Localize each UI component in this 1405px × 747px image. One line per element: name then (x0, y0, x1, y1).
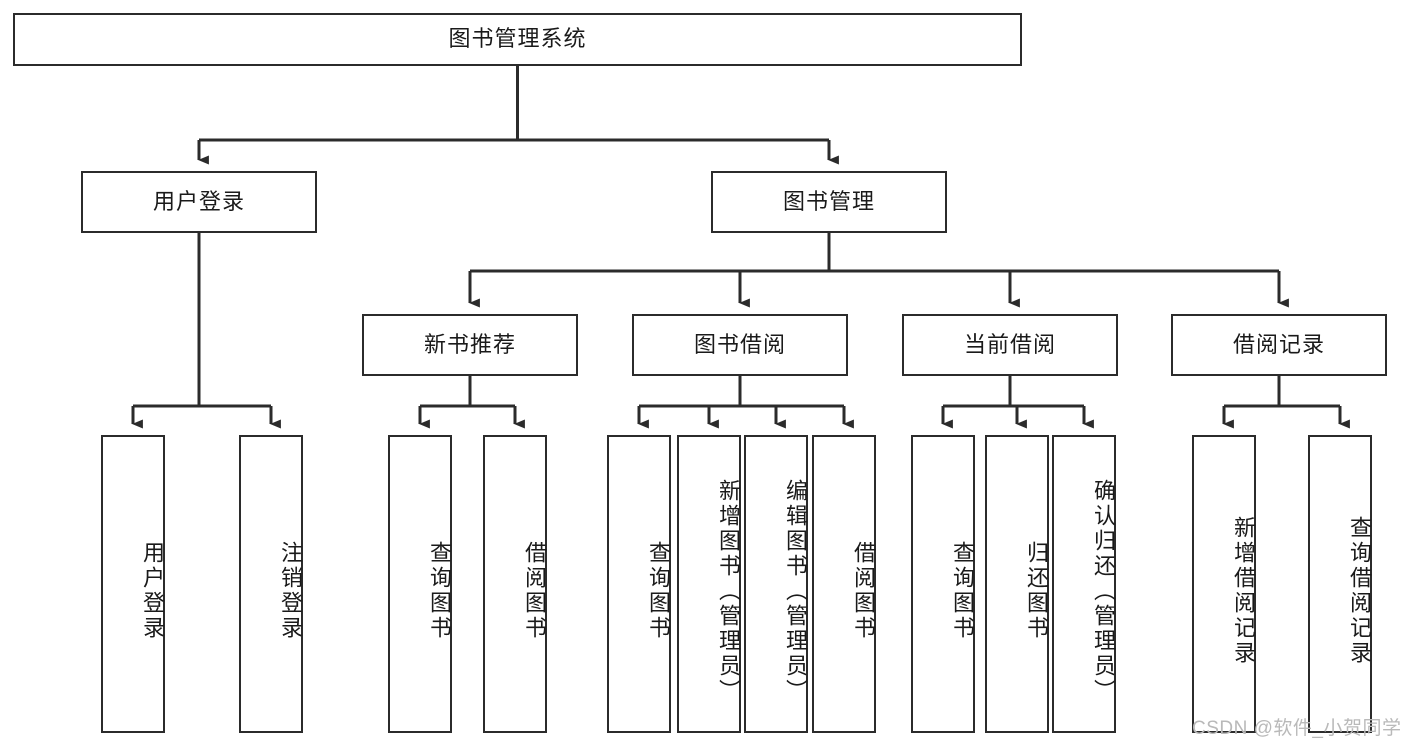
node-leaf-borrow-book-2[interactable]: 借阅图书 (812, 435, 876, 733)
node-new-book-recommend[interactable]: 新书推荐 (362, 314, 578, 376)
node-root[interactable]: 图书管理系统 (13, 13, 1022, 66)
node-leaf-add-borrow-record[interactable]: 新增借阅记录 (1192, 435, 1256, 733)
node-leaf-query-book-3-label: 查询图书 (950, 541, 975, 641)
node-current-borrow[interactable]: 当前借阅 (902, 314, 1118, 376)
node-book-manage[interactable]: 图书管理 (711, 171, 947, 233)
node-borrow-record[interactable]: 借阅记录 (1171, 314, 1387, 376)
node-leaf-query-book-1[interactable]: 查询图书 (388, 435, 452, 733)
node-leaf-borrow-book-2-label: 借阅图书 (851, 541, 876, 641)
node-user-login[interactable]: 用户登录 (81, 171, 317, 233)
node-leaf-query-book-3[interactable]: 查询图书 (911, 435, 975, 733)
node-leaf-edit-book[interactable]: 编辑图书（管理员） (744, 435, 808, 733)
node-leaf-query-borrow-record-label: 查询借阅记录 (1347, 516, 1372, 666)
node-leaf-user-logout[interactable]: 注销登录 (239, 435, 303, 733)
node-leaf-confirm-return[interactable]: 确认归还（管理员） (1052, 435, 1116, 733)
node-leaf-query-book-2[interactable]: 查询图书 (607, 435, 671, 733)
node-leaf-user-logout-label: 注销登录 (278, 541, 303, 641)
node-leaf-query-borrow-record[interactable]: 查询借阅记录 (1308, 435, 1372, 733)
node-leaf-add-book-label: 新增图书（管理员） (716, 478, 741, 704)
node-leaf-add-book[interactable]: 新增图书（管理员） (677, 435, 741, 733)
node-book-borrow[interactable]: 图书借阅 (632, 314, 848, 376)
node-leaf-query-book-2-label: 查询图书 (646, 541, 671, 641)
node-borrow-record-label: 借阅记录 (1232, 331, 1325, 357)
node-leaf-user-login-label: 用户登录 (140, 541, 165, 641)
node-leaf-add-borrow-record-label: 新增借阅记录 (1231, 516, 1256, 666)
node-book-manage-label: 图书管理 (782, 188, 875, 214)
node-user-login-label: 用户登录 (152, 188, 245, 214)
node-leaf-return-book[interactable]: 归还图书 (985, 435, 1049, 733)
node-book-borrow-label: 图书借阅 (693, 331, 786, 357)
csdn-watermark: CSDN @软件_小贺同学 (1192, 718, 1402, 739)
node-leaf-query-book-1-label: 查询图书 (427, 541, 452, 641)
node-leaf-return-book-label: 归还图书 (1024, 541, 1049, 641)
node-leaf-user-login[interactable]: 用户登录 (101, 435, 165, 733)
node-leaf-borrow-book-1[interactable]: 借阅图书 (483, 435, 547, 733)
node-current-borrow-label: 当前借阅 (963, 331, 1056, 357)
node-leaf-edit-book-label: 编辑图书（管理员） (783, 478, 808, 704)
node-new-book-recommend-label: 新书推荐 (423, 331, 516, 357)
node-root-label: 图书管理系统 (448, 26, 587, 52)
node-leaf-borrow-book-1-label: 借阅图书 (522, 541, 547, 641)
node-leaf-confirm-return-label: 确认归还（管理员） (1091, 478, 1116, 704)
